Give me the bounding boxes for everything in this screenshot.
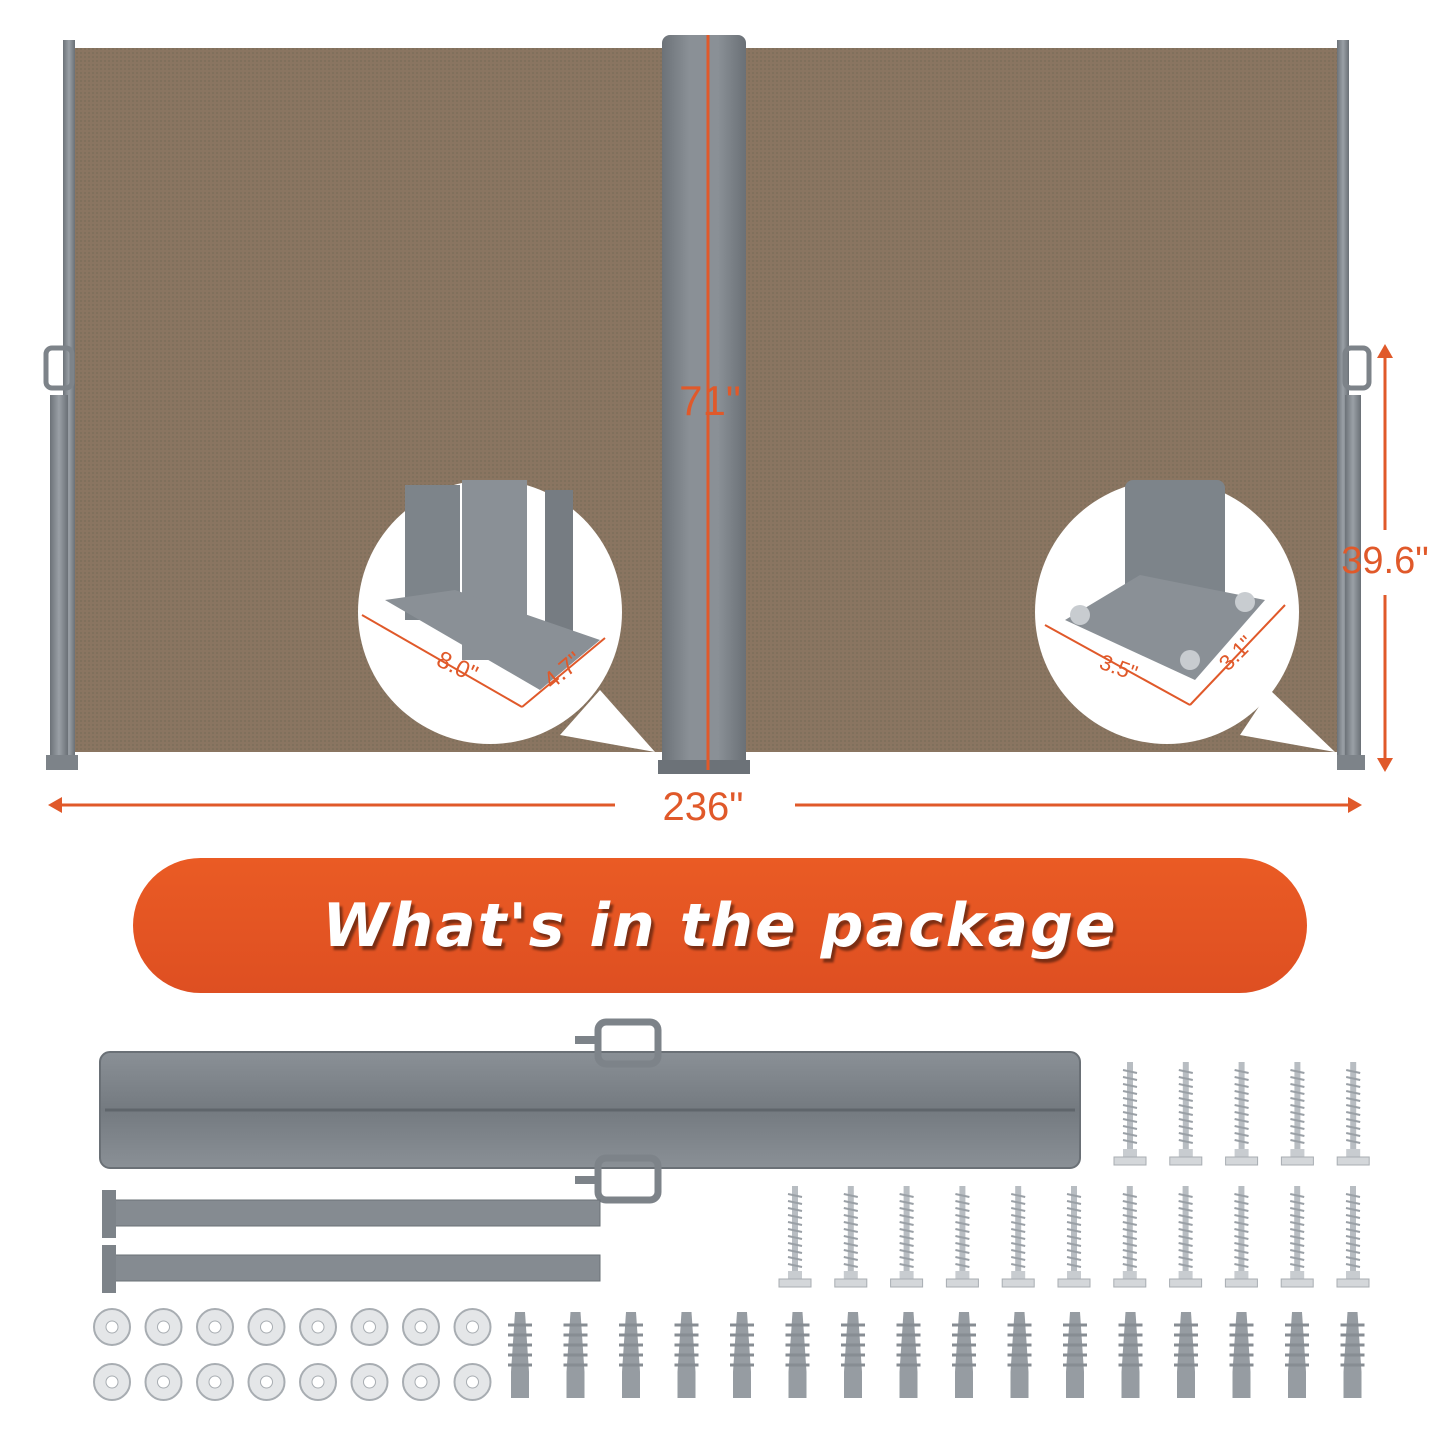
screw (1057, 1186, 1091, 1288)
screw (834, 1186, 868, 1288)
screw (778, 1186, 812, 1288)
screw (1169, 1062, 1203, 1166)
washer (247, 1308, 286, 1346)
wall-anchor (785, 1312, 810, 1398)
washer (350, 1363, 389, 1401)
wall-anchor (896, 1312, 921, 1398)
height-dimension-arrow (1377, 344, 1393, 772)
left-end-post (43, 40, 78, 770)
wall-anchor (1007, 1312, 1032, 1398)
screw (1336, 1062, 1370, 1166)
washer (299, 1308, 337, 1346)
wall-anchor (563, 1312, 588, 1398)
washer (299, 1363, 337, 1401)
wall-anchor (841, 1312, 865, 1398)
end-post-height-label: 39.6" (1341, 540, 1428, 582)
wall-anchor (674, 1312, 699, 1398)
hardware-set (93, 1062, 1370, 1401)
washer (247, 1363, 286, 1401)
washer (402, 1363, 440, 1401)
washer (93, 1363, 131, 1401)
washer (196, 1363, 234, 1401)
washer (453, 1363, 492, 1401)
washer (93, 1308, 131, 1346)
screw (1001, 1186, 1035, 1288)
washer (196, 1308, 234, 1346)
end-base-detail-callout: 3.5" 3.1" (1035, 480, 1335, 752)
screw (1169, 1186, 1203, 1288)
package-banner: What's in the package (133, 858, 1307, 993)
screw (1225, 1062, 1259, 1166)
washer (453, 1308, 492, 1346)
wall-anchor (1285, 1312, 1309, 1398)
screw (1113, 1186, 1147, 1288)
wall-anchor (619, 1312, 643, 1398)
washer (350, 1308, 389, 1346)
screw (1224, 1186, 1258, 1288)
wall-anchor (1118, 1312, 1143, 1398)
wall-anchor (1229, 1312, 1254, 1398)
center-post (658, 35, 750, 774)
wall-anchor (952, 1312, 976, 1398)
width-dimension-arrow (48, 797, 1362, 813)
washer (402, 1308, 440, 1346)
washer (144, 1363, 183, 1401)
center-base-detail-callout: 8.0" 4.7" (358, 480, 655, 752)
screw (1113, 1062, 1147, 1166)
screw (890, 1186, 924, 1288)
wall-anchor (508, 1312, 532, 1398)
wall-anchor (1063, 1312, 1087, 1398)
right-end-post (1337, 40, 1372, 770)
wall-anchor (730, 1312, 754, 1398)
wall-anchor (1340, 1312, 1365, 1398)
support-bars (102, 1190, 601, 1293)
screw (1280, 1062, 1314, 1166)
roller-unit (99, 1018, 1081, 1204)
center-height-label: 71" (679, 377, 741, 424)
screw (945, 1186, 979, 1288)
screw (1336, 1186, 1370, 1288)
washer (144, 1308, 183, 1346)
total-width-label: 236" (663, 785, 744, 829)
wall-anchor (1174, 1312, 1198, 1398)
package-banner-title: What's in the package (322, 890, 1118, 961)
screw (1280, 1186, 1314, 1288)
